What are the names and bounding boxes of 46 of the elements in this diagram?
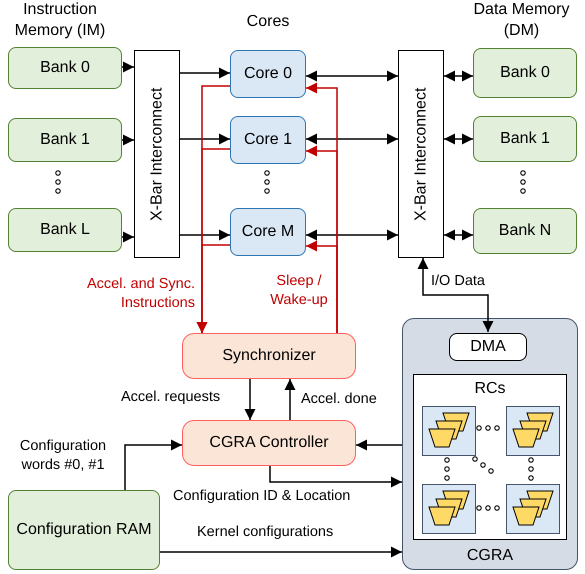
arrow [284,379,296,420]
arrow [444,70,473,82]
memory-bank-box: Bank 0 [8,47,122,89]
heading-label: Cores [246,12,290,32]
memory-bank-box: Bank 1 [473,116,577,162]
arrow [269,466,402,488]
heading-label: Instruction Memory (IM) [14,0,106,41]
arrow [306,134,398,144]
arrow [124,440,182,490]
edge-label: Accel. requests [120,388,222,407]
arrow [306,230,398,240]
arrow [306,70,398,82]
dma-box: DMA [449,333,527,361]
core-box: Core M [230,208,306,256]
group-title: RCs [473,379,507,398]
cgra-container [402,318,578,570]
arrow [122,62,134,72]
arrow [244,379,256,420]
core-box: Core 1 [230,116,306,164]
core-box: Core 0 [230,50,306,98]
arrow [356,440,402,450]
controller-box: Synchronizer [182,333,356,379]
arrow [160,546,402,558]
memory-bank-box: Bank 0 [473,48,577,98]
arrow [180,230,230,240]
memory-bank-box: Bank N [473,208,577,254]
arrow [196,244,230,333]
edge-label: Kernel configurations [196,523,334,542]
memory-bank-box: Bank 1 [8,118,122,162]
crossbar-box: X-Bar Interconnect [398,50,444,258]
arrow [444,134,473,144]
memory-bank-box: Bank L [8,208,122,252]
arrow [418,258,494,332]
arrow [122,232,134,242]
rc-array-panel [413,374,567,540]
arrow [444,230,473,240]
heading-label: Data Memory (DM) [472,0,571,41]
group-title: CGRA [466,546,514,565]
arrow [180,68,230,78]
arrow [180,134,230,144]
memory-bank-box: Configuration RAM [8,490,160,570]
controller-box: CGRA Controller [182,420,356,466]
arrow [306,240,338,333]
arrow [122,134,134,146]
crossbar-box: X-Bar Interconnect [134,50,180,258]
edge-label: Configuration ID & Location [172,487,352,506]
